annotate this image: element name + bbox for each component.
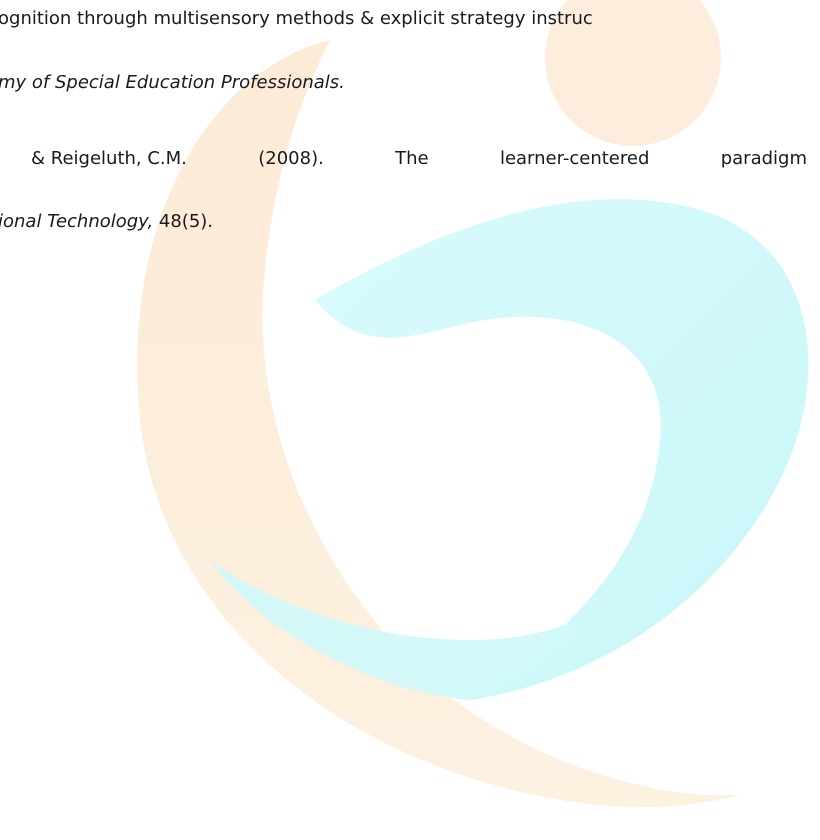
cyan-swirl-tail-shape xyxy=(210,560,600,700)
reference-word: paradigm xyxy=(720,148,807,169)
journal-title-special-education: my of Special Education Professionals. xyxy=(0,72,345,93)
reference-line-2: my of Special Education Professionals. xyxy=(0,72,345,94)
reference-word: (2008). xyxy=(258,148,324,169)
reference-line-1-text: ognition through multisensory methods & … xyxy=(0,8,593,29)
orange-dot-shape xyxy=(545,0,721,146)
reference-line-4: ional Technology, 48(5). xyxy=(0,211,213,233)
reference-line-3: & Reigeluth, C.M. (2008). The learner-ce… xyxy=(31,148,807,170)
reference-line-1: ognition through multisensory methods & … xyxy=(0,8,593,30)
reference-word: The xyxy=(395,148,429,169)
cyan-swirl-shape xyxy=(315,199,809,700)
reference-word: learner-centered xyxy=(499,148,650,169)
volume-issue: 48(5). xyxy=(153,211,214,232)
journal-title-educational-technology: ional Technology, xyxy=(0,211,154,232)
reference-word: & Reigeluth, C.M. xyxy=(31,148,187,169)
